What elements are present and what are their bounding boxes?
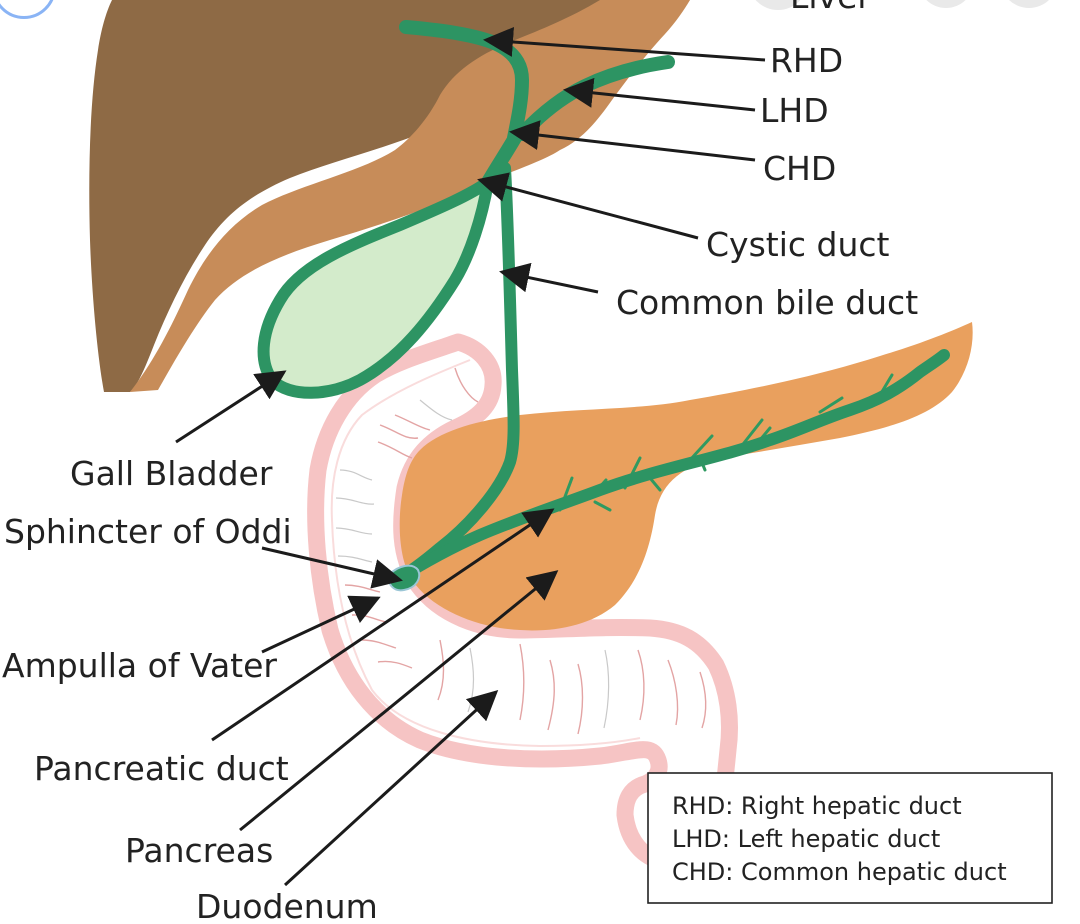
- legend-abbr-2: LHD: [672, 825, 722, 853]
- pancreas-body: [399, 322, 973, 631]
- leader-common-bile-duct: [499, 262, 599, 294]
- leader-pancreatic-duct: [211, 508, 555, 742]
- liver: [89, 0, 691, 392]
- bile-ducts: [257, 20, 950, 592]
- legend-box: [647, 772, 1053, 904]
- legend-text-2: : Left hepatic duct: [722, 825, 940, 853]
- label-liver: Liver: [790, 0, 871, 16]
- overlay-circle-button-right[interactable]: [1000, 0, 1058, 8]
- label-pancreas: Pancreas: [125, 831, 273, 870]
- leader-gall-bladder: [175, 370, 287, 444]
- legend: RHD: Right hepatic duct LHD: Left hepati…: [647, 772, 1053, 904]
- leader-lines: [175, 26, 766, 887]
- overlay-circle-button-mid-right[interactable]: [918, 0, 974, 8]
- label-chd: CHD: [763, 149, 836, 188]
- liver-dark-lobe: [89, 0, 691, 392]
- overlay-circle-button-mid[interactable]: [748, 0, 808, 10]
- label-common-bile-duct: Common bile duct: [616, 283, 918, 322]
- legend-line-1: RHD: Right hepatic duct: [672, 792, 962, 820]
- label-duodenum: Duodenum: [196, 887, 378, 924]
- legend-text-3: : Common hepatic duct: [725, 858, 1006, 886]
- duodenum-inner-wall: [330, 359, 641, 748]
- label-pancreatic-duct: Pancreatic duct: [34, 749, 289, 788]
- legend-line-3: CHD: Common hepatic duct: [672, 858, 1007, 886]
- label-rhd: RHD: [770, 41, 843, 80]
- legend-text-1: : Right hepatic duct: [725, 792, 961, 820]
- leader-sphincter-of-oddi: [261, 546, 403, 589]
- label-sphincter-of-oddi: Sphincter of Oddi: [4, 512, 292, 551]
- leader-pancreas: [239, 570, 559, 832]
- label-cystic-duct: Cystic duct: [706, 225, 890, 264]
- legend-abbr-1: RHD: [672, 792, 725, 820]
- leader-rhd: [483, 26, 766, 62]
- labels: Liver RHD LHD CHD Cystic duct Common bil…: [2, 0, 918, 924]
- label-lhd: LHD: [760, 91, 829, 130]
- legend-abbr-3: CHD: [672, 858, 725, 886]
- leader-ampulla-of-vater: [261, 595, 381, 654]
- main-pancreatic-duct: [390, 349, 950, 586]
- legend-line-2: LHD: Left hepatic duct: [672, 825, 940, 853]
- label-ampulla-of-vater: Ampulla of Vater: [2, 646, 277, 685]
- leader-duodenum: [283, 689, 499, 887]
- leader-cystic-duct: [477, 172, 699, 240]
- leader-chd: [509, 120, 756, 162]
- leader-lhd: [563, 77, 756, 112]
- liver-light-lobe: [130, 0, 690, 392]
- label-gall-bladder: Gall Bladder: [70, 454, 273, 493]
